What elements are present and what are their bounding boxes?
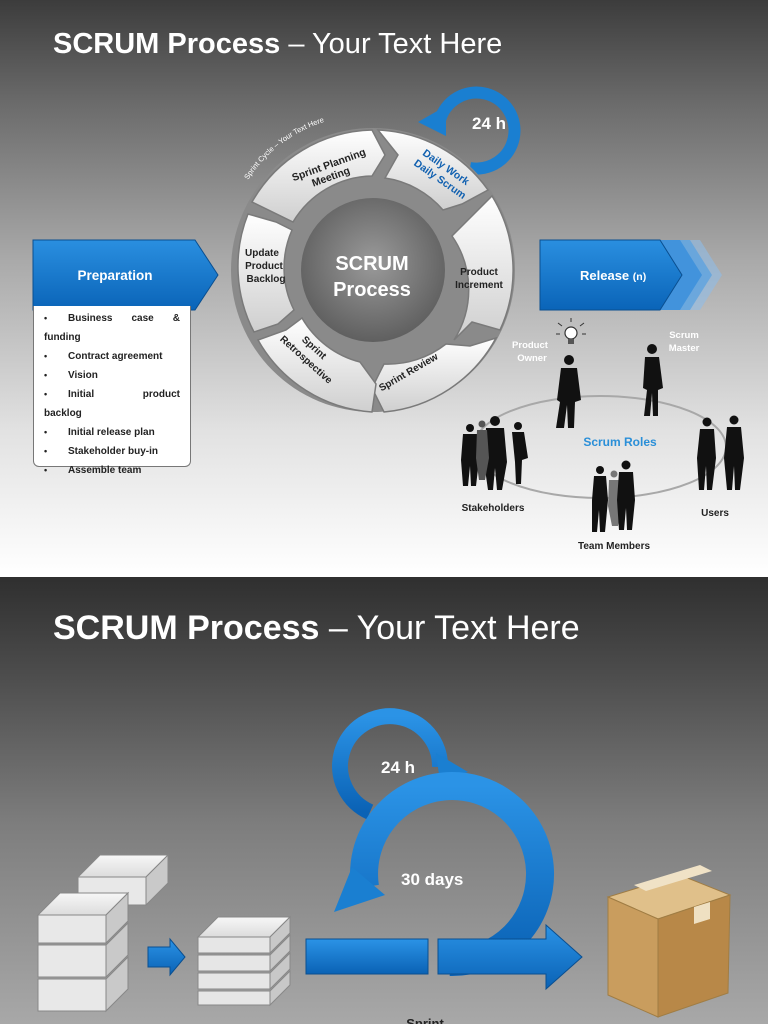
sprint-output-arrow [437,923,583,991]
release-arrow: Release (n) [539,239,722,311]
preparation-arrow: Preparation [32,239,219,311]
segment-sprint-planning [250,129,386,223]
scrum-roles-label: Scrum Roles [583,435,657,449]
scrum-master-figure [643,344,663,416]
slide-1-title: SCRUM Process – Your Text Here [53,28,503,60]
stakeholders-figure [461,416,528,490]
preparation-item: Vision [44,366,180,385]
segment-daily-scrum [376,129,490,211]
label-update-backlog-3: Backlog [247,274,286,285]
users-label: Users [701,508,729,519]
segment-product-increment [451,194,514,341]
sprint-loop-label: 30 days [401,870,463,889]
product-owner-label-2: Owner [517,353,547,364]
users-figure [697,415,744,490]
sprint-label: Sprint [406,1016,444,1024]
center-title-line1: SCRUM [335,253,408,275]
backlog-flow-arrow [147,937,186,977]
stakeholders-label: Stakeholders [462,503,525,514]
segment-sprint-review [371,336,498,413]
label-update-backlog-2: Product [245,261,283,272]
product-box-icon [606,865,732,1018]
slide-1: SCRUM Process – Your Text Here [0,0,768,576]
daily-loop-arrow [418,86,521,175]
lightbulb-icon [556,318,586,344]
team-members-figure [592,460,635,532]
scrum-master-label-2: Master [669,343,700,354]
preparation-item: Stakeholder buy-in [44,442,180,461]
preparation-item: Initial release plan [44,423,180,442]
sprint-backlog-stack [196,915,292,1007]
preparation-item: Contract agreement [44,347,180,366]
scrum-cycle-diagram: Sprint Cycle – Your Text Here 24 h SCRUM… [32,86,744,552]
center-title-line2: Process [333,279,411,301]
product-backlog-blocks [36,853,170,1013]
label-product-increment-1: Product [460,267,498,278]
team-members-label: Team Members [578,541,651,552]
slide-2-title: SCRUM Process – Your Text Here [53,609,580,647]
preparation-list: Business case &fundingContract agreement… [33,306,191,480]
release-label: Release (n) [580,268,646,283]
preparation-label: Preparation [77,268,152,283]
label-update-backlog-1: Update [245,248,279,259]
sprint-flow-diagram: 24 h 30 days [36,708,732,1024]
cycle-center [301,198,445,342]
preparation-item: Assemble team [44,461,180,480]
label-product-increment-2: Increment [455,280,503,291]
sprint-input-bar [305,938,429,975]
product-owner-label-1: Product [512,340,549,351]
segment-update-backlog [237,213,295,333]
daily-loop-label: 24 h [472,114,506,133]
product-owner-figure [556,355,581,428]
slide-2: SCRUM Process – Your Text Here 24 h 30 d… [0,577,768,1024]
daily-loop-label-2: 24 h [381,758,415,777]
segment-sprint-retrospective [256,316,377,413]
preparation-item: Business case &funding [44,309,180,347]
scrum-master-label-1: Scrum [669,330,699,341]
